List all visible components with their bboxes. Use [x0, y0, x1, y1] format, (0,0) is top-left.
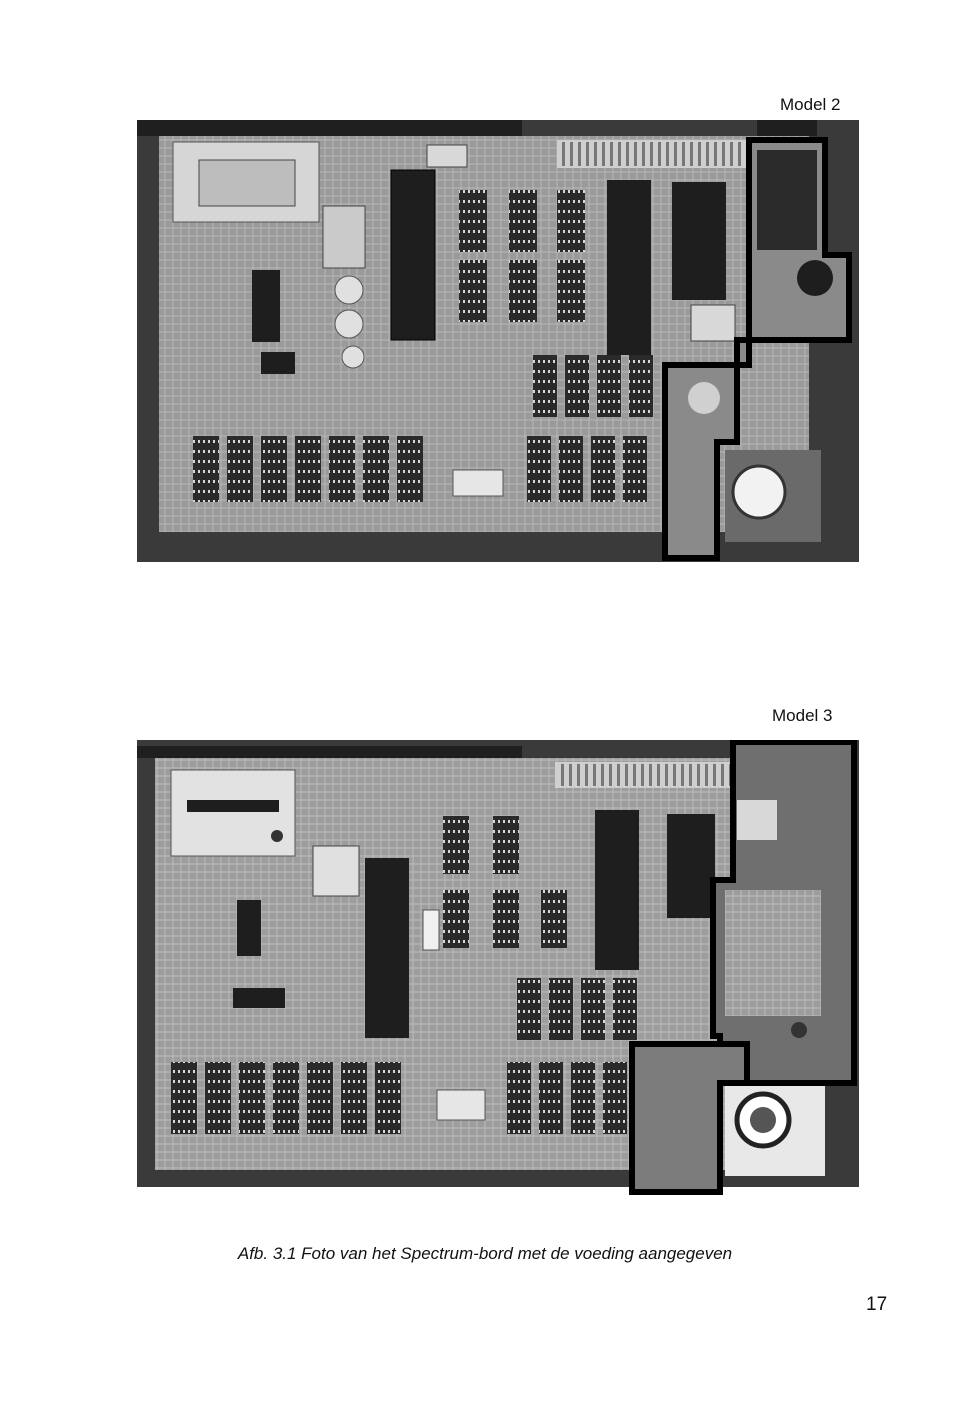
- figure-label-model-3: Model 3: [772, 706, 833, 725]
- page-number: 17: [866, 1294, 888, 1315]
- figure-label-model-2: Model 2: [780, 95, 841, 114]
- figure-caption: Afb. 3.1 Foto van het Spectrum-bord met …: [237, 1244, 733, 1263]
- circuit-board-photo-model-3: [137, 740, 859, 1195]
- circuit-board-photo-model-2: [137, 120, 859, 562]
